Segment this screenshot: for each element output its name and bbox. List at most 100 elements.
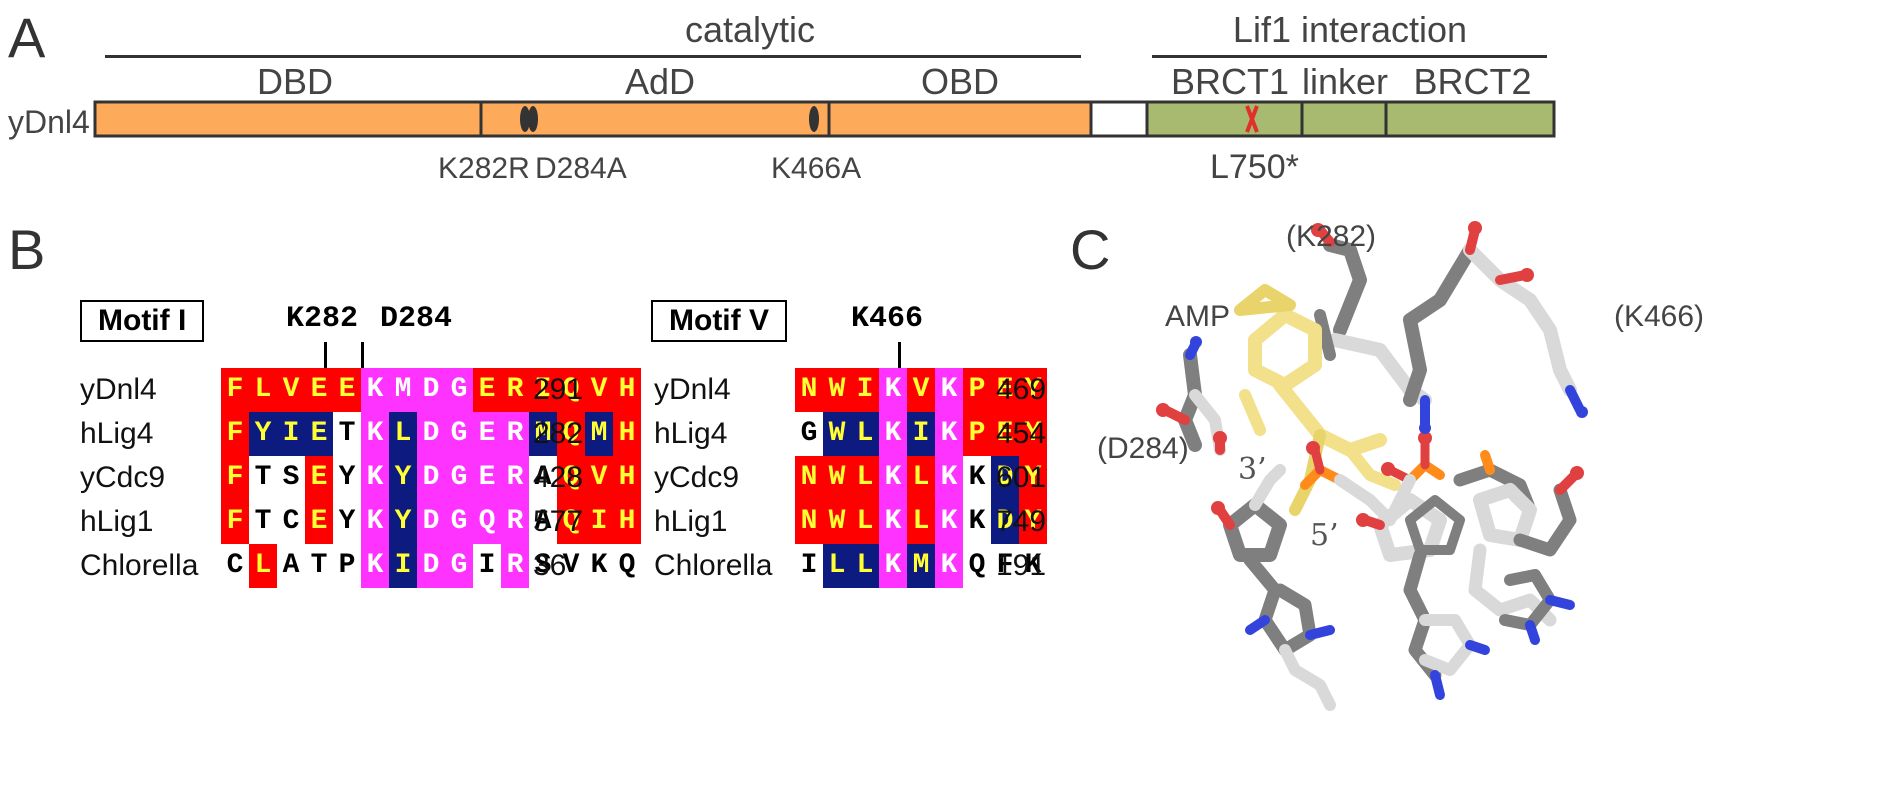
catalytic-domain-bar [93,100,1093,138]
residue-cell: H [613,500,641,544]
residue-cell: E [473,368,501,412]
residue-cell: K [361,368,389,412]
residue-cell: D [991,500,1019,544]
residue-cell: M [585,412,613,456]
residue-cell: I [907,412,935,456]
residue-cell: L [389,412,417,456]
residue-cell: K [585,544,613,588]
residue-cell: D [417,412,445,456]
panel-letter-b: B [8,218,46,281]
residue-cell: Q [473,500,501,544]
residue-cell: D [417,368,445,412]
residue-cell: E [305,412,333,456]
motif5-title: Motif V [651,300,787,342]
residue-cell: F [221,368,249,412]
lif1-region-line [1152,55,1547,58]
residue-cell: W [823,368,851,412]
residue-cell: M [907,544,935,588]
residue-cell: K [879,456,907,500]
residue-cell: K [935,500,963,544]
residue-cell: D [417,500,445,544]
residue-cell: W [823,456,851,500]
residue-cell: Y [1019,500,1047,544]
residue-cell: F [221,500,249,544]
residue-cell: K [361,500,389,544]
residue-cell: Q [557,412,585,456]
residue-cell: K [963,456,991,500]
motif1-tick-d284 [361,342,364,372]
residue-cell: L [249,544,277,588]
residue-cell: I [585,500,613,544]
residue-cell: H [613,368,641,412]
residue-cell: I [473,544,501,588]
residue-cell: L [851,412,879,456]
residue-cell: E [991,412,1019,456]
residue-cell: Y [249,412,277,456]
residue-cell: R [501,500,529,544]
residue-cell: G [445,368,473,412]
residue-cell: I [851,368,879,412]
residue-cell: L [907,456,935,500]
residue-cell: K [1019,544,1047,588]
domain-label-brct1: BRCT1 [1170,61,1290,102]
residue-cell: F [221,456,249,500]
catalytic-region-label: catalytic [684,9,816,50]
mutation-d284a: D284A [535,152,627,185]
label-3prime: 3’ [1238,452,1267,487]
residue-cell: K [935,412,963,456]
mutation-k466a: K466A [771,152,862,185]
residue-cell: G [445,456,473,500]
motif1-title: Motif I [80,300,205,342]
residue-cell: I [389,544,417,588]
label-k466: (K466) [1614,300,1705,333]
residue-cell: K [935,368,963,412]
lif1-region-label: Lif1 interaction [1232,9,1468,50]
motif1-residue-d284: D284 [380,302,453,336]
residue-cell: L [249,368,277,412]
residue-cell: E [473,412,501,456]
residue-cell: M [389,368,417,412]
residue-cell: W [823,412,851,456]
residue-cell: Y [333,500,361,544]
residue-cell: P [963,412,991,456]
residue-cell: I [277,412,305,456]
residue-cell: G [445,544,473,588]
residue-cell: E [305,500,333,544]
residue-cell: R [501,544,529,588]
residue-cell: Q [613,544,641,588]
residue-cell: C [221,544,249,588]
motif5-num-3: 749 [996,505,1047,538]
residue-cell: S [529,544,557,588]
catalytic-region-line [105,55,1081,58]
residue-cell: P [333,544,361,588]
residue-cell: D [417,544,445,588]
residue-cell: Q [963,544,991,588]
amp-ligand [1234,284,1401,516]
residue-cell: Y [1019,368,1047,412]
k282-marker [520,106,530,132]
motif1-num-2: 428 [533,461,584,494]
spacer-bar [1089,100,1149,138]
motif5-num-2: 601 [996,461,1047,494]
residue-cell: K [879,500,907,544]
nucleotide-right [1453,450,1580,645]
label-k282: (K282) [1286,220,1377,253]
residue-cell: Y [389,500,417,544]
label-5prime: 5’ [1310,518,1339,553]
motif5-name-4: Chlorella [654,549,773,582]
k466-residue [1403,225,1585,415]
residue-cell: R [501,368,529,412]
residue-cell: S [277,456,305,500]
motif1-tick-k282 [324,342,327,372]
motif1-num-1: 282 [533,417,584,450]
residue-cell: K [361,544,389,588]
residue-cell: N [795,368,823,412]
motif5-name-2: yCdc9 [654,461,740,494]
nucleotide-5prime [1360,493,1490,700]
residue-cell: D [417,456,445,500]
motif5-name-3: hLig1 [654,505,728,538]
